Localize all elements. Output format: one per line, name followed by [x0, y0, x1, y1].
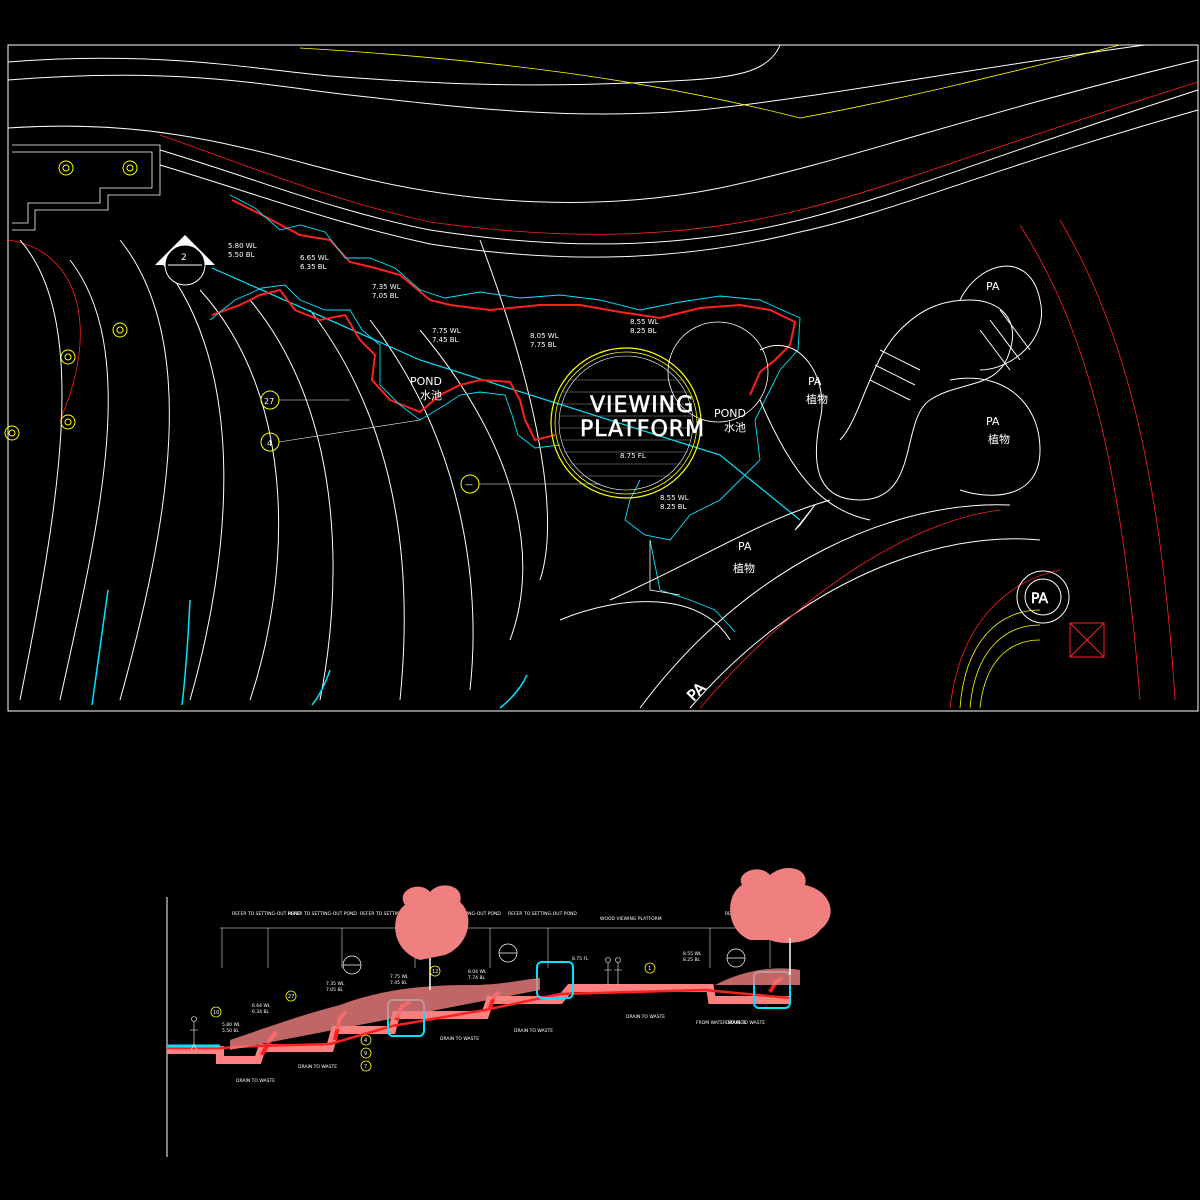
svg-text:7.75 BL: 7.75 BL — [530, 341, 557, 349]
plan-frame — [7, 44, 1199, 712]
svg-text:7.45 BL: 7.45 BL — [432, 336, 459, 344]
section-drains: DRAIN TO WASTE DRAIN TO WASTE DRAIN TO W… — [236, 1014, 765, 1084]
section-marker: 2 — [155, 235, 215, 286]
svg-text:DRAIN TO WASTE: DRAIN TO WASTE — [626, 1014, 665, 1020]
svg-text:6.34 BL: 6.34 BL — [252, 1009, 270, 1015]
svg-text:FROM WATER SOURCE: FROM WATER SOURCE — [696, 1020, 746, 1026]
svg-text:7.05 BL: 7.05 BL — [372, 292, 399, 300]
red-boundary — [7, 81, 1199, 701]
svg-text:7.75 WL: 7.75 WL — [390, 974, 409, 980]
section-marks — [342, 943, 746, 975]
svg-text:PA: PA — [1031, 591, 1049, 607]
platform-level: 8.75 FL — [620, 452, 646, 460]
callout-4: 4 — [260, 419, 421, 452]
svg-text:REFER TO SETTING-OUT POND: REFER TO SETTING-OUT POND — [288, 911, 357, 917]
svg-text:7.35 WL: 7.35 WL — [326, 981, 345, 987]
svg-text:8.25 BL: 8.25 BL — [660, 503, 687, 511]
pond-label-cn: 水池 — [420, 389, 442, 402]
svg-text:7.35 WL: 7.35 WL — [372, 283, 401, 291]
section-callouts — [210, 962, 656, 1072]
svg-text:5.80 WL: 5.80 WL — [228, 242, 257, 250]
svg-text:8.04 WL: 8.04 WL — [468, 969, 487, 975]
pa-roundabout: PA — [1016, 570, 1070, 624]
platform-label-1: VIEWING — [590, 393, 694, 418]
property-line — [299, 44, 1121, 119]
viewing-platform: VIEWING PLATFORM 8.75 FL — [550, 347, 705, 499]
callout-dash: — — [460, 474, 600, 494]
svg-text:DRAIN TO WASTE: DRAIN TO WASTE — [440, 1036, 479, 1042]
pond-label-en: POND — [410, 375, 442, 388]
svg-text:8.25 BL: 8.25 BL — [683, 957, 701, 963]
cyan-lights — [91, 589, 528, 709]
svg-text:WOOD VIEWING PLATFORM: WOOD VIEWING PLATFORM — [600, 916, 662, 922]
svg-text:PA: PA — [808, 375, 822, 388]
pond-edge — [211, 199, 797, 442]
svg-text:7.45 BL: 7.45 BL — [390, 980, 408, 986]
svg-text:6.65 WL: 6.65 WL — [300, 254, 329, 262]
svg-text:5.50 BL: 5.50 BL — [228, 251, 255, 259]
svg-text:PA: PA — [738, 540, 752, 553]
svg-text:7.05 BL: 7.05 BL — [326, 987, 344, 993]
svg-text:12: 12 — [432, 969, 438, 975]
utility-box — [1069, 622, 1105, 658]
svg-text:27: 27 — [288, 994, 294, 1000]
svg-text:6.35 BL: 6.35 BL — [300, 263, 327, 271]
svg-text:PA: PA — [986, 415, 1000, 428]
svg-text:DRAIN TO WASTE: DRAIN TO WASTE — [726, 1020, 765, 1026]
svg-text:8.55 WL: 8.55 WL — [683, 951, 702, 957]
svg-text:8.25 BL: 8.25 BL — [630, 327, 657, 335]
svg-text:REFER TO SETTING-OUT POND: REFER TO SETTING-OUT POND — [232, 911, 301, 917]
level-labels: 5.80 WL 5.50 BL 6.65 WL 6.35 BL 7.35 WL … — [228, 242, 689, 511]
svg-text:PA: PA — [986, 280, 1000, 293]
svg-text:REFER TO SETTING-OUT POND: REFER TO SETTING-OUT POND — [508, 911, 577, 917]
svg-text:植物: 植物 — [806, 392, 828, 406]
svg-text:27: 27 — [264, 397, 274, 406]
svg-text:7: 7 — [364, 1064, 367, 1070]
svg-text:9: 9 — [364, 1051, 367, 1057]
pond-label-cn-2: 水池 — [724, 421, 746, 434]
people-figures — [190, 957, 622, 1051]
svg-text:5.50 BL: 5.50 BL — [222, 1028, 240, 1034]
svg-text:8.75 FL: 8.75 FL — [572, 956, 589, 962]
svg-text:4: 4 — [267, 439, 272, 448]
planting-beds — [559, 265, 1042, 709]
svg-text:8.05 WL: 8.05 WL — [530, 332, 559, 340]
svg-text:8.55 WL: 8.55 WL — [660, 494, 689, 502]
svg-text:5.80 WL: 5.80 WL — [222, 1022, 241, 1028]
decor-plaza — [12, 144, 161, 231]
section-cut-line — [211, 267, 801, 521]
svg-text:10: 10 — [213, 1010, 219, 1016]
svg-text:DRAIN TO WASTE: DRAIN TO WASTE — [236, 1078, 275, 1084]
section-callout: 2 — [181, 253, 187, 263]
svg-text:植物: 植物 — [988, 432, 1010, 446]
rock-edge — [209, 194, 801, 541]
svg-text:1: 1 — [648, 966, 651, 972]
svg-text:8.55 WL: 8.55 WL — [630, 318, 659, 326]
platform-label-2: PLATFORM — [580, 417, 705, 442]
road-lines — [7, 44, 1199, 258]
svg-text:—: — — [465, 480, 473, 489]
section-levels: 5.80 WL 5.50 BL 6.64 WL 6.34 BL 7.35 WL … — [222, 951, 702, 1034]
section-drawing: REFER TO SETTING-OUT POND REFER TO SETTI… — [166, 867, 831, 1157]
ref-labels: REFER TO SETTING-OUT POND REFER TO SETTI… — [232, 911, 794, 922]
svg-text:DRAIN TO WASTE: DRAIN TO WASTE — [514, 1028, 553, 1034]
svg-text:7.74 BL: 7.74 BL — [468, 975, 486, 981]
svg-text:4: 4 — [364, 1038, 367, 1044]
tree-circles — [4, 160, 138, 441]
planting — [230, 867, 831, 1050]
callout-27: 27 — [260, 390, 350, 410]
svg-text:7.75 WL: 7.75 WL — [432, 327, 461, 335]
svg-text:REFER TO SETTING-OUT POND: REFER TO SETTING-OUT POND — [360, 911, 429, 917]
site-plan: 2 VIEWING PLATFORM 8.75 FL — [4, 44, 1199, 712]
pond-label-en-2: POND — [714, 407, 746, 420]
terrace-bands — [19, 239, 548, 701]
svg-text:植物: 植物 — [733, 561, 755, 575]
svg-text:6.64 WL: 6.64 WL — [252, 1003, 271, 1009]
svg-text:DRAIN TO WASTE: DRAIN TO WASTE — [298, 1064, 337, 1070]
